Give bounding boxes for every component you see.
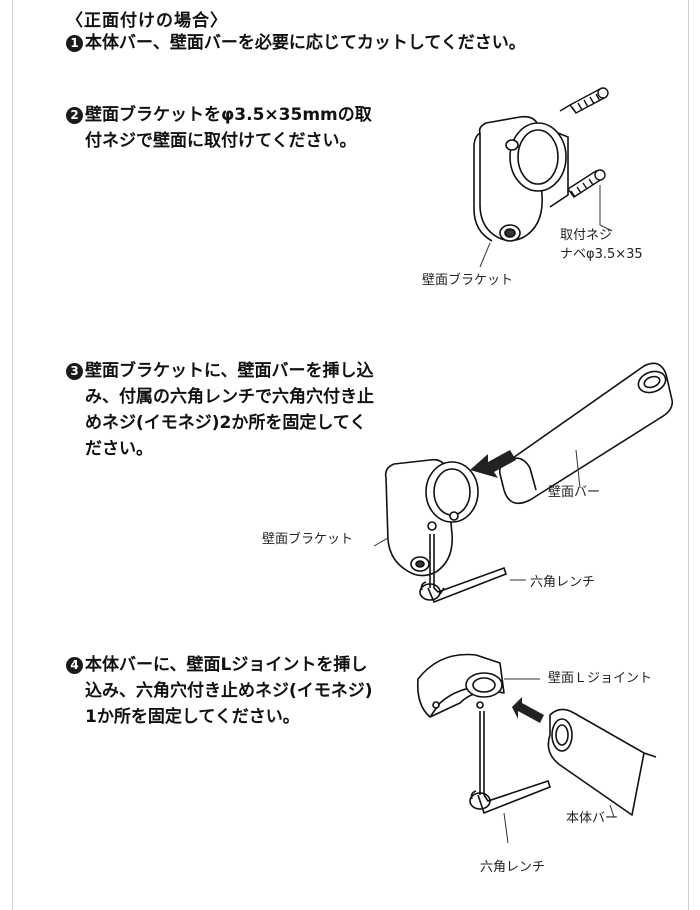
left-border (12, 0, 13, 910)
wall-bar-label: 壁面バー (548, 485, 601, 500)
screw-label-line-1: 取付ネジ (560, 228, 613, 243)
step-text: 本体バーに、壁面Lジョイントを挿し (85, 655, 368, 675)
screw-icon (566, 169, 606, 198)
step-4-line-2: 込み、六角穴付き止めネジ(イモネジ) (85, 681, 373, 701)
l-joint-insert-illustration (416, 653, 657, 844)
bracket-label-step3: 壁面ブラケット (262, 532, 354, 547)
step-text: 壁面ブラケットに、壁面バーを挿し込 (85, 361, 374, 381)
step-4-line-3: 1か所を固定してください。 (85, 707, 300, 727)
l-joint-label: 壁面Ｌジョイント (548, 671, 653, 686)
step-text: 本体バー、壁面バーを必要に応じてカットしてください。 (85, 33, 526, 53)
right-border (688, 0, 689, 910)
insert-arrow-icon (470, 450, 516, 478)
bracket-label-step2: 壁面ブラケット (422, 273, 514, 288)
wrench-label-step4: 六角レンチ (480, 860, 546, 875)
page-title: 〈正面付けの場合〉 (66, 11, 228, 31)
step-3-line-3: めネジ(イモネジ)2か所を固定してく (85, 413, 367, 433)
step-number-2: 2 (66, 107, 83, 124)
step-3-line-2: み、付属の六角レンチで六角穴付き止 (85, 387, 374, 407)
wrench-label-step3: 六角レンチ (530, 575, 596, 590)
hex-wrench-icon (419, 534, 507, 604)
step-number-3: 3 (66, 363, 83, 380)
screw-icon (559, 87, 609, 114)
step-text: 壁面ブラケットをφ3.5×35mmの取 (85, 105, 372, 125)
wall-bar-insert-illustration (373, 362, 674, 604)
step-2-line-2: 付ネジで壁面に取付けてください。 (85, 131, 357, 151)
screw-label-line-2: ナベφ3.5×35 (560, 247, 643, 262)
bracket-screw-illustration (473, 87, 613, 268)
insert-arrow-icon (512, 697, 544, 723)
step-number-4: 4 (66, 657, 83, 674)
main-bar-label: 本体バー (566, 811, 619, 826)
step-3-line-4: ださい。 (85, 439, 153, 459)
step-number-1: 1 (66, 35, 83, 52)
hex-wrench-icon (469, 711, 551, 815)
